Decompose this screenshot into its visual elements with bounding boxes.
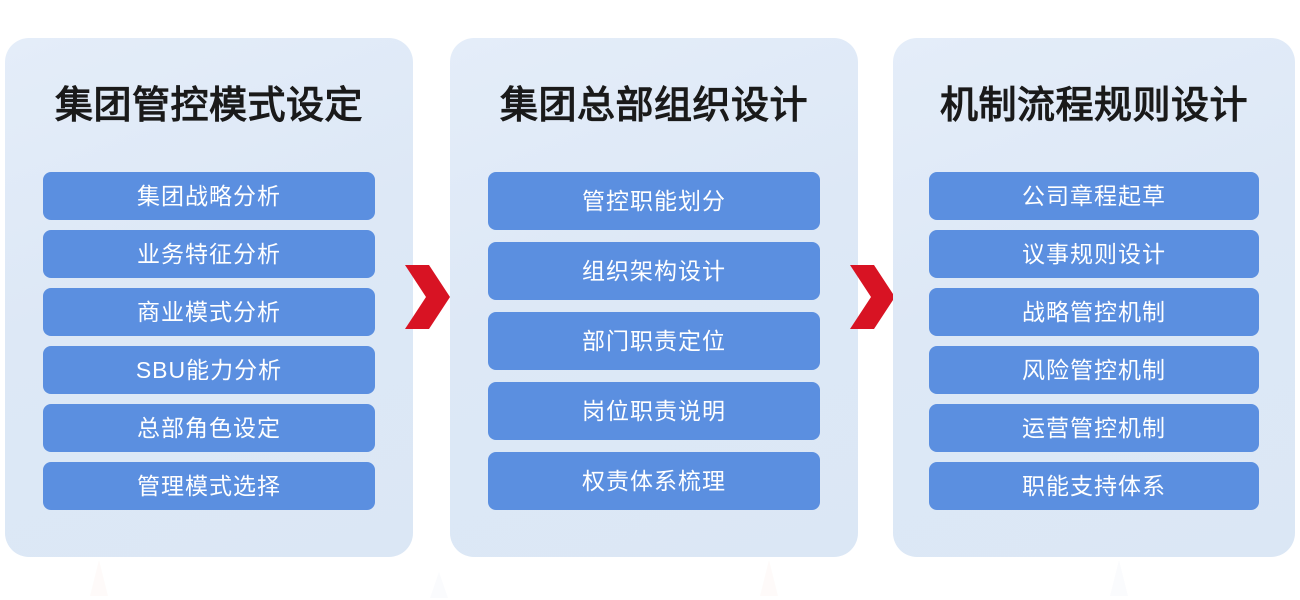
stage-item[interactable]: 业务特征分析: [43, 229, 375, 278]
stage-item-list-1: 集团战略分析 业务特征分析 商业模式分析 SBU能力分析 总部角色设定 管理模式…: [5, 171, 413, 510]
stage-item[interactable]: SBU能力分析: [43, 345, 375, 394]
stage-item[interactable]: 风险管控机制: [929, 345, 1259, 394]
stage-item[interactable]: 管控职能划分: [488, 171, 820, 230]
chevron-right-arrow-icon: [403, 263, 451, 331]
stage-item[interactable]: 组织架构设计: [488, 241, 820, 300]
stage-panel-3: 机制流程规则设计 公司章程起草 议事规则设计 战略管控机制 风险管控机制 运营管…: [893, 38, 1295, 557]
stage-panel-1: 集团管控模式设定 集团战略分析 业务特征分析 商业模式分析 SBU能力分析 总部…: [5, 38, 413, 557]
stage-item[interactable]: 议事规则设计: [929, 229, 1259, 278]
stage-item-list-3: 公司章程起草 议事规则设计 战略管控机制 风险管控机制 运营管控机制 职能支持体…: [893, 171, 1295, 510]
stage-title-2: 集团总部组织设计: [499, 85, 808, 127]
stage-title-3: 机制流程规则设计: [939, 85, 1248, 127]
stage-item[interactable]: 岗位职责说明: [488, 381, 820, 440]
stage-item[interactable]: 总部角色设定: [43, 403, 375, 452]
stage-item[interactable]: 商业模式分析: [43, 287, 375, 336]
chevron-right-arrow-icon: [848, 263, 896, 331]
stage-item-list-2: 管控职能划分 组织架构设计 部门职责定位 岗位职责说明 权责体系梳理: [450, 171, 858, 510]
stage-item[interactable]: 权责体系梳理: [488, 451, 820, 510]
stage-item[interactable]: 运营管控机制: [929, 403, 1259, 452]
stage-item[interactable]: 公司章程起草: [929, 171, 1259, 220]
stage-item[interactable]: 职能支持体系: [929, 461, 1259, 510]
stage-panel-2: 集团总部组织设计 管控职能划分 组织架构设计 部门职责定位 岗位职责说明 权责体…: [450, 38, 858, 557]
stage-item[interactable]: 集团战略分析: [43, 171, 375, 220]
stage-item[interactable]: 部门职责定位: [488, 311, 820, 370]
stage-title-1: 集团管控模式设定: [54, 85, 363, 127]
stage-item[interactable]: 管理模式选择: [43, 461, 375, 510]
stage-item[interactable]: 战略管控机制: [929, 287, 1259, 336]
